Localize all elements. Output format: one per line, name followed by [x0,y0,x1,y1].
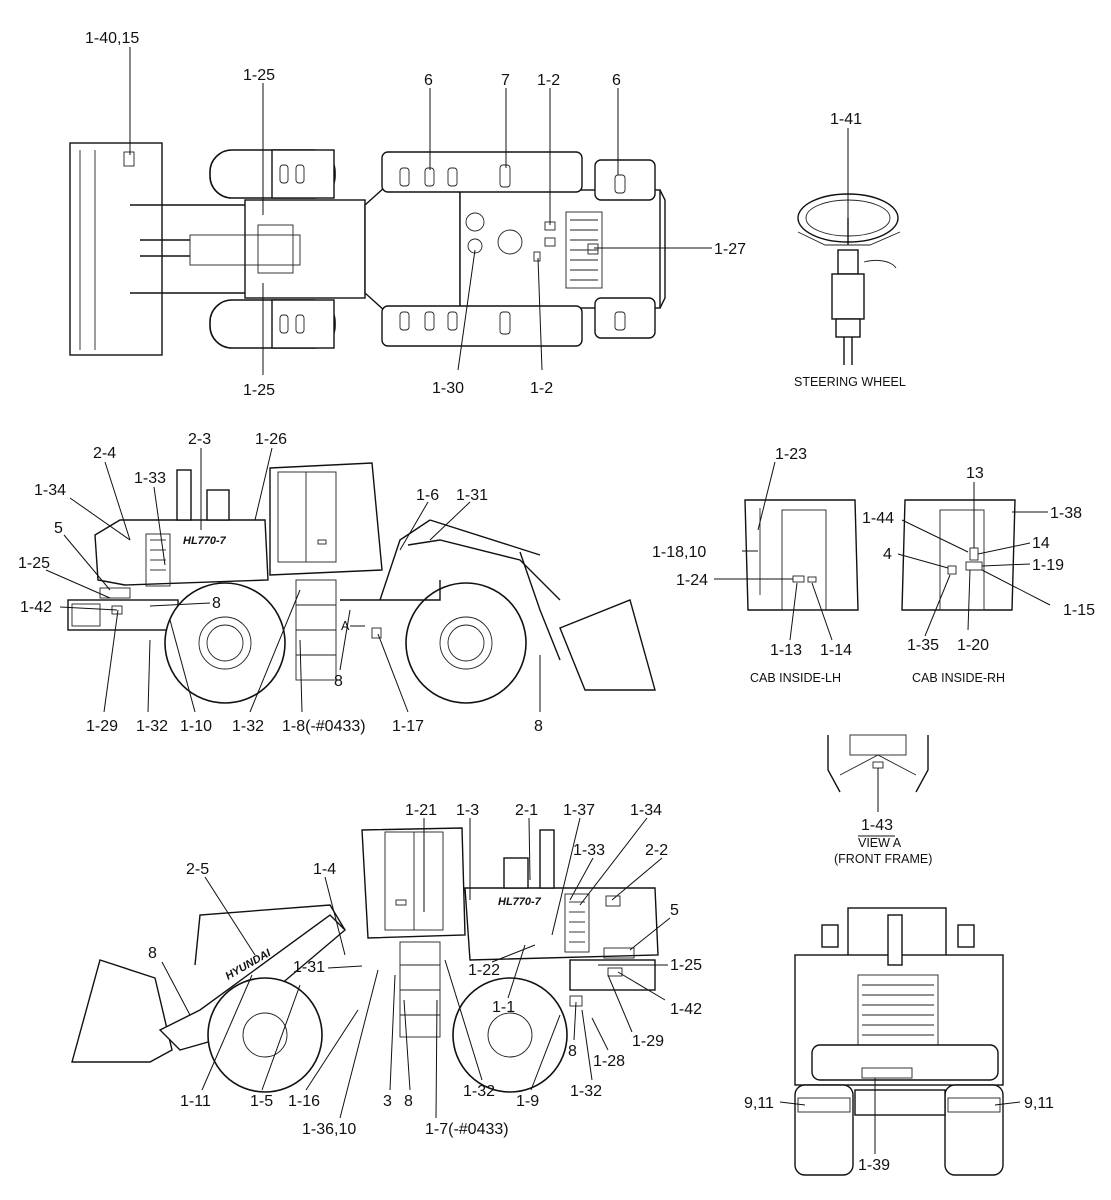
callout-label: 1-36,10 [302,1121,356,1138]
lh-side-view: HL770-7 [45,447,656,713]
callout-label: 8 [148,945,157,962]
callout-label: 1-21 [405,802,437,819]
callout-label: 1-44 [862,510,894,527]
callout-label: 8 [334,673,343,690]
cab-inside-rh-view [897,482,1051,637]
view-subcaption: (FRONT FRAME) [834,852,932,866]
callout-label: 2-3 [188,431,211,448]
callout-label: 1-29 [632,1033,664,1050]
callout-label: 1-43 [861,817,893,834]
view-a-front-frame [827,734,929,837]
callout-label: 1-13 [770,642,802,659]
callout-label: 1-6 [416,487,439,504]
callout-label: 1-25 [670,957,702,974]
model-marking: HL770-7 [183,535,227,547]
callout-label: 1-2 [537,72,560,89]
callout-label: 1-25 [243,382,275,399]
callout-label: 1-16 [288,1093,320,1110]
callout-label: 1-9 [516,1093,539,1110]
callout-label: 1-32 [232,718,264,735]
callout-label: 1-34 [34,482,66,499]
callout-label: 2-2 [645,842,668,859]
callout-label: 1-35 [907,637,939,654]
callout-label: 1-10 [180,718,212,735]
view-arrow-label: A [341,619,350,633]
callout-label: 1-32 [570,1083,602,1100]
callout-label: 1-31 [293,959,325,976]
top-view [69,47,712,375]
callout-label: 6 [612,72,621,89]
callout-label: 2-5 [186,861,209,878]
steering-wheel-view [797,128,901,365]
view-caption: VIEW A [858,836,902,850]
cab-inside-lh-view [714,461,859,641]
callout-label: 1-20 [957,637,989,654]
callout-label: 13 [966,465,984,482]
view-caption: STEERING WHEEL [794,375,906,389]
rear-view [779,907,1021,1176]
callout-label: 4 [883,546,892,563]
callout-label: 1-3 [456,802,479,819]
callout-label: 1-24 [676,572,708,589]
callout-label: 1-41 [830,111,862,128]
callout-label: 1-33 [134,470,166,487]
callout-label: 1-32 [463,1083,495,1100]
callout-label: 1-17 [392,718,424,735]
callout-label: 1-4 [313,861,336,878]
callout-label: 1-32 [136,718,168,735]
callout-label: 8 [568,1043,577,1060]
callout-label: 1-34 [630,802,662,819]
bucket-top [69,142,163,356]
callout-label: 1-7(-#0433) [425,1121,509,1138]
callout-label: 1-30 [432,380,464,397]
callout-label: 1-33 [573,842,605,859]
callout-label: 1-1 [492,999,515,1016]
callout-label: 1-37 [563,802,595,819]
callout-label: 9,11 [1024,1095,1054,1112]
callout-label: 5 [54,520,63,537]
callout-label: 1-39 [858,1157,890,1174]
model-marking: HL770-7 [498,896,542,908]
callout-label: 9,11 [744,1095,774,1112]
callout-label: 1-28 [593,1053,625,1070]
callout-label: 1-42 [670,1001,702,1018]
callout-label: 5 [670,902,679,919]
callout-label: 2-1 [515,802,538,819]
view-caption: CAB INSIDE-RH [912,671,1005,685]
callout-label: 1-18,10 [652,544,706,561]
callout-label: 7 [501,72,510,89]
rh-side-view: HYUNDAI HL770-7 [71,817,671,1119]
callout-label: 1-19 [1032,557,1064,574]
callout-label: 1-38 [1050,505,1082,522]
callout-label: 8 [534,718,543,735]
callout-label: 1-2 [530,380,553,397]
callout-label: 2-4 [93,445,116,462]
callout-label: 1-29 [86,718,118,735]
callout-label: 1-42 [20,599,52,616]
callout-label: 1-22 [468,962,500,979]
callout-label: 1-5 [250,1093,273,1110]
callout-label: 1-25 [18,555,50,572]
callout-label: 1-25 [243,67,275,84]
callout-label: 1-14 [820,642,852,659]
callout-label: 1-40,15 [85,30,139,47]
callout-label: 3 [383,1093,392,1110]
callout-label: 8 [212,595,221,612]
callout-label: 8 [404,1093,413,1110]
callout-label: 6 [424,72,433,89]
callout-label: 1-31 [456,487,488,504]
callout-label: 1-23 [775,446,807,463]
callout-label: 1-27 [714,241,746,258]
callout-label: 1-26 [255,431,287,448]
callout-label: 14 [1032,535,1050,552]
callout-label: 1-11 [180,1093,211,1110]
callout-label: 1-8(-#0433) [282,718,366,735]
callout-label: 1-15 [1063,602,1095,619]
view-caption: CAB INSIDE-LH [750,671,841,685]
